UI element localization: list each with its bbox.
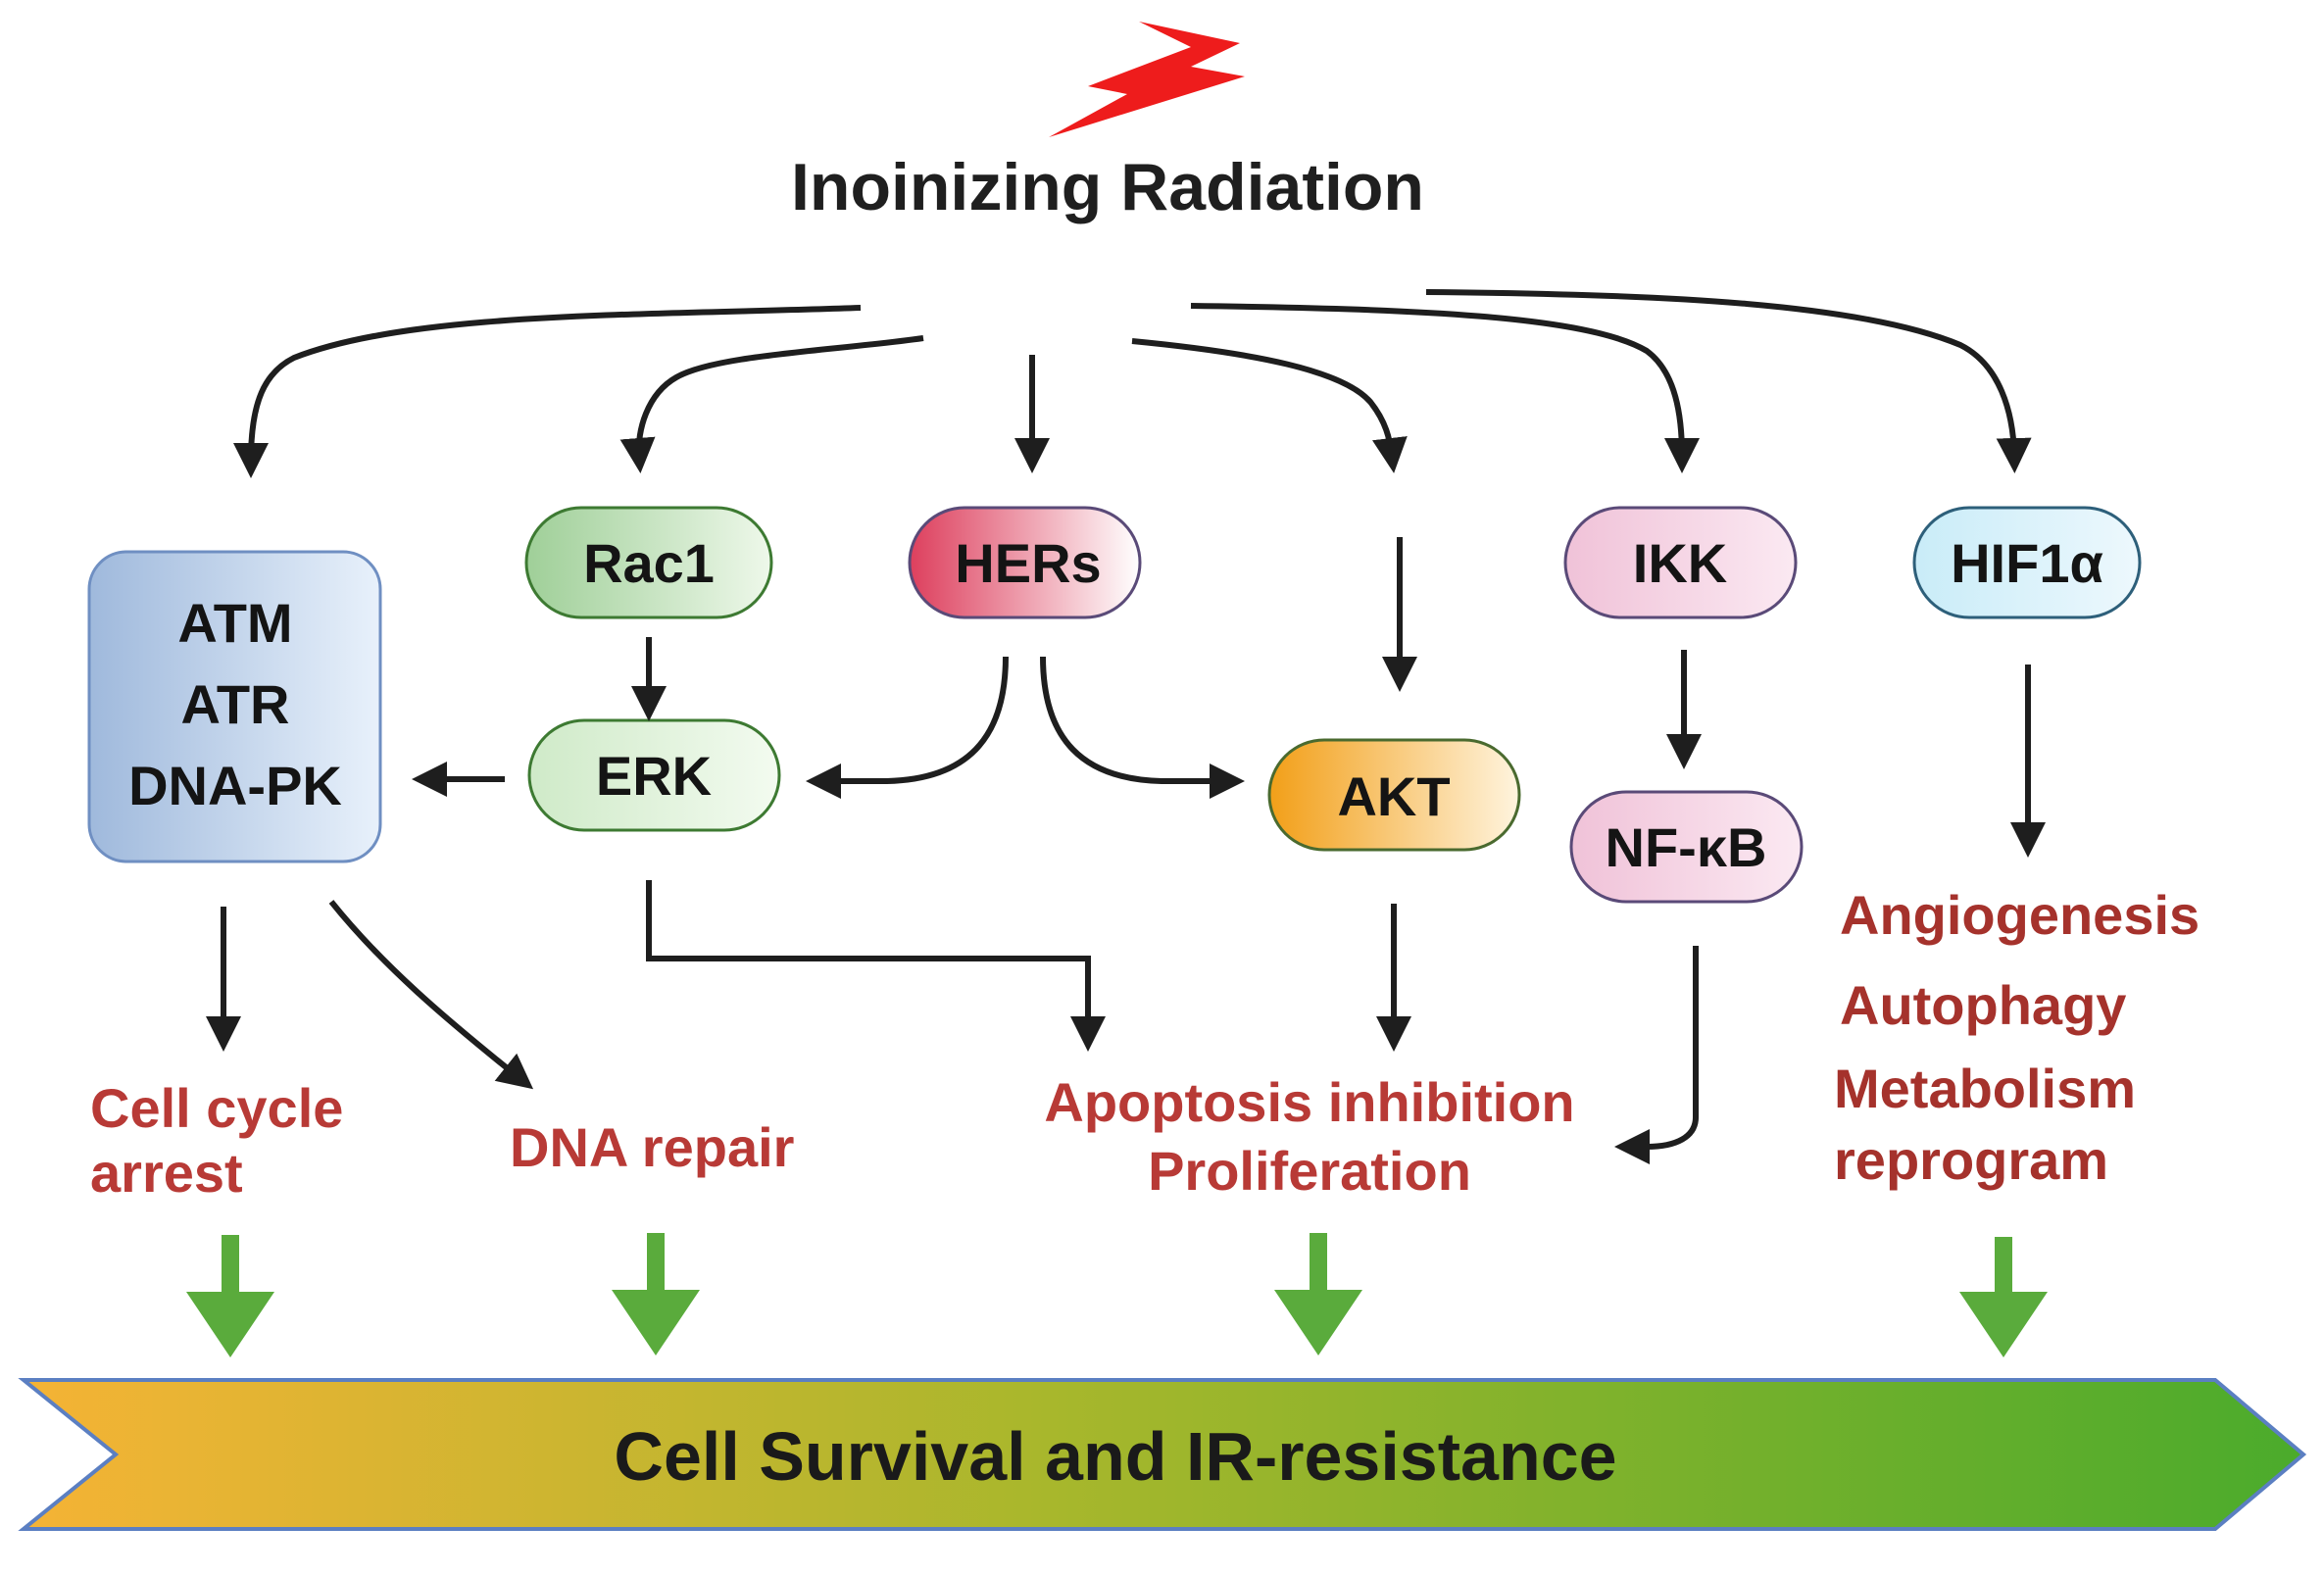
hers-label: HERs	[955, 532, 1101, 594]
erk-node: ERK	[527, 718, 781, 832]
ikk-node: IKK	[1563, 506, 1798, 619]
outcome-cell-cycle-line2: arrest	[90, 1142, 243, 1204]
outcome-reprogram: reprogram	[1834, 1129, 2108, 1191]
hif1a-label: HIF1α	[1951, 532, 2103, 594]
akt-node: AKT	[1267, 738, 1521, 852]
outcome-metabolism: Metabolism	[1834, 1058, 2136, 1119]
outcome-dna-repair: DNA repair	[510, 1116, 794, 1178]
arrow-ir-to-rac1	[619, 335, 924, 473]
atm-label: ATM	[177, 592, 292, 654]
rac1-label: Rac1	[583, 532, 715, 594]
ikk-label: IKK	[1633, 532, 1727, 594]
outcome-cell-cycle-line1: Cell cycle	[90, 1077, 343, 1139]
lightning-bolt-icon	[1049, 22, 1245, 137]
akt-label: AKT	[1337, 765, 1450, 827]
outcome-angiogenesis: Angiogenesis	[1840, 884, 2200, 946]
arrow-ir-to-hif1a	[1425, 289, 2032, 473]
arrow-nfkb-to-apoptosis	[1614, 946, 1699, 1164]
diagram-title: Inoinizing Radiation	[791, 150, 1424, 224]
outcome-apoptosis-line2: Proliferation	[1148, 1140, 1471, 1202]
cell-survival-banner	[18, 1378, 2307, 1531]
green-arrow-hif-effects	[1959, 1237, 2048, 1357]
arrow-hers-to-akt	[1040, 656, 1245, 799]
green-arrow-cell-cycle	[186, 1235, 274, 1357]
arrow-ir-to-atm	[233, 305, 862, 478]
outcome-autophagy: Autophagy	[1840, 974, 2126, 1036]
erk-label: ERK	[596, 745, 712, 807]
rac1-node: Rac1	[524, 506, 773, 619]
arrow-ir-to-akt	[1131, 338, 1408, 473]
nfkb-node: NF-κB	[1569, 790, 1804, 904]
green-arrow-dna-repair	[612, 1233, 700, 1355]
hers-node: HERs	[908, 506, 1142, 619]
green-arrow-apoptosis	[1274, 1233, 1362, 1355]
dnapk-label: DNA-PK	[128, 755, 342, 816]
arrow-ir-to-ikk	[1190, 303, 1700, 473]
outcome-apoptosis-line1: Apoptosis inhibition	[1044, 1071, 1574, 1133]
banner-label: Cell Survival and IR-resistance	[614, 1418, 1616, 1495]
nfkb-label: NF-κB	[1606, 816, 1767, 878]
atr-label: ATR	[181, 673, 290, 735]
arrow-atm-to-dna-repair	[328, 900, 534, 1090]
atm-atr-dnapk-box: ATM ATR DNA-PK	[87, 550, 382, 863]
arrow-hers-to-erk	[806, 656, 1009, 799]
arrow-erk-to-apoptosis	[646, 880, 1106, 1052]
hif1a-node: HIF1α	[1912, 506, 2142, 619]
